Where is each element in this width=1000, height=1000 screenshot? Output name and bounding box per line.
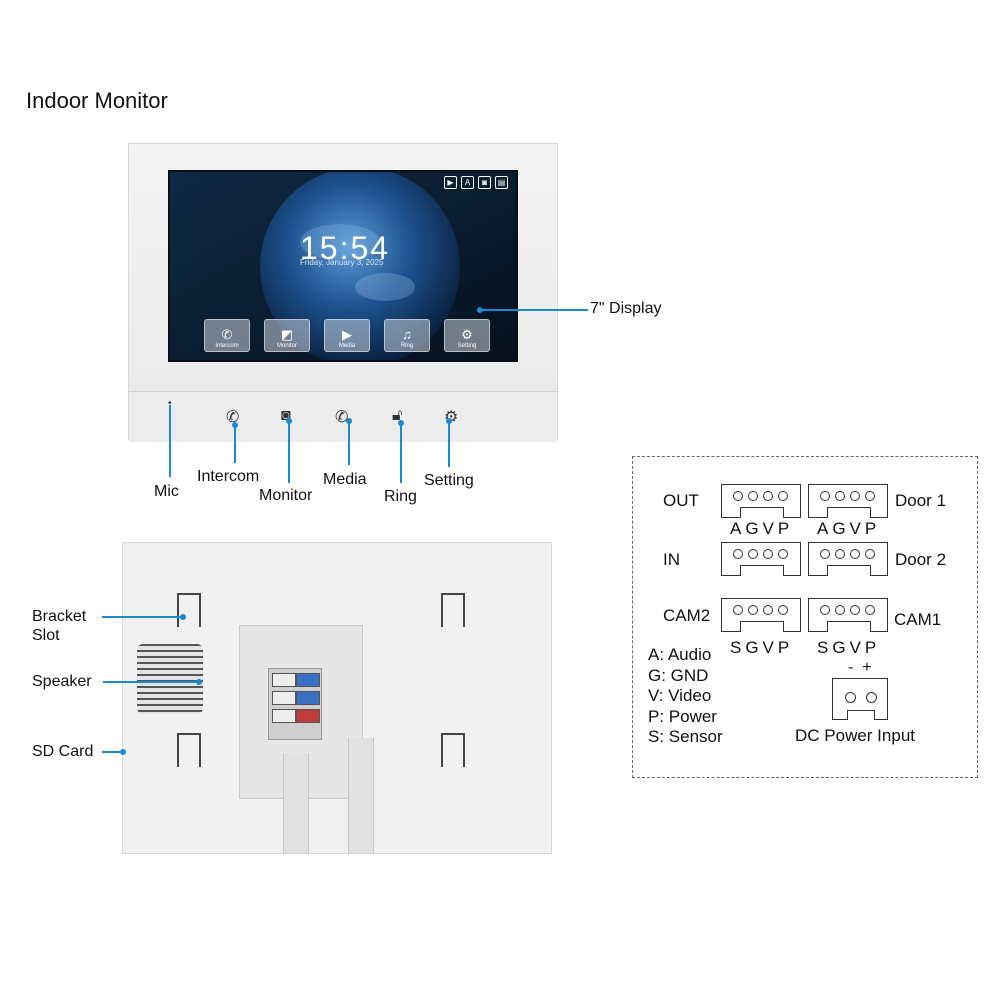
play-icon: ▶ [342,327,352,342]
play-status-icon: ▶ [444,176,457,189]
door2-label: Door 2 [895,550,947,569]
sd-card-callout-line [102,751,122,753]
media-callout-line [348,421,350,465]
dc-power-label: DC Power Input [795,726,915,745]
door1-label: Door 1 [895,491,947,510]
in-label: IN [663,550,680,569]
setting-label: Setting [424,472,474,489]
lock-hw-icon[interactable]: 🔓︎ [392,407,403,424]
legend-item: G: GND [648,665,709,685]
lower-slot-left [177,733,201,767]
monitor-back [122,542,552,854]
mic-callout-line [169,405,171,477]
mic-hole: • [168,398,172,409]
screen-button-media[interactable]: ▶ Media [324,319,370,352]
cam2-label: CAM2 [663,606,711,625]
cam2-terminal [721,598,801,632]
screen-button-monitor[interactable]: ◩ Monitor [264,319,310,352]
speaker-grille [137,644,203,714]
legend-item: A: Audio [648,645,712,664]
door1-terminal [808,484,888,518]
cam1-label: CAM1 [894,610,942,629]
cam2-pin-labels: SGVP [730,638,794,657]
door1-pin-labels: AGVP [817,519,881,538]
phone-icon: ✆ [221,327,233,342]
clock-date: Friday, January 3, 2025 [300,258,384,267]
bell-icon: ♫ [402,327,412,342]
monitor-callout-line [288,421,290,483]
setting-hw-icon[interactable]: ⚙ [444,409,459,426]
ring-label: Ring [384,488,417,505]
bracket-slot-right [441,593,465,627]
display-label: 7" Display [590,300,662,317]
wiring-diagram-box [632,456,978,778]
page-title: Indoor Monitor [26,88,168,113]
pin-legend: A: Audio G: GND V: Video P: Power S: Sen… [648,645,723,748]
in-terminal [721,542,801,576]
screen-button-ring[interactable]: ♫ Ring [384,319,430,352]
out-pin-labels: AGVP [730,519,794,538]
out-label: OUT [663,491,699,510]
speaker-label: Speaker [32,673,92,690]
sd-card-callout-dot [120,749,126,755]
lower-slot-right [441,733,465,767]
speaker-callout-line [103,681,198,683]
media-hw-icon[interactable]: ✆ [335,409,349,426]
screen-button-setting[interactable]: ⚙ Setting [444,319,490,352]
clock-time: 15:54 [300,230,391,266]
bracket-slot-left [177,593,201,627]
connector [272,709,296,723]
cable-channel [283,753,309,853]
dc-polarity: - + [848,659,872,676]
bracket-slot-label: Bracket Slot [32,608,87,644]
screen-button-label: Setting [457,343,477,349]
monitor-label: Monitor [259,487,313,504]
terminal-board [268,668,322,740]
sd-card-label: SD Card [32,743,94,760]
legend-item: S: Sensor [648,727,723,746]
screen-button-intercom[interactable]: ✆ Intercom [204,319,250,352]
screen-button-label: Monitor [276,343,297,349]
status-icons: ▶ A ◙ ▤ [444,176,508,189]
dc-terminal [832,678,888,720]
camera-icon: ◩ [280,327,294,342]
setting-callout-line [448,421,450,467]
out-terminal [721,484,801,518]
screen-menu: ✆ Intercom ◩ Monitor ▶ Media ♫ Ring ⚙ Se… [204,319,490,352]
connector [272,691,296,705]
door2-terminal [808,542,888,576]
button-panel [129,391,557,442]
cam1-pin-labels: SGVP [817,638,881,657]
intercom-callout-line [234,425,236,463]
legend-item: P: Power [648,706,717,726]
mic-label: Mic [154,483,179,500]
cam1-terminal [808,598,888,632]
camera-status-icon: ◙ [478,176,491,189]
display-screen: ▶ A ◙ ▤ 15:54 Friday, January 3, 2025 ✆ … [168,170,518,362]
display-callout-line [480,309,588,311]
screen-button-label: Intercom [215,343,239,349]
bracket-callout-dot [180,614,186,620]
ring-callout-line [400,423,402,483]
speaker-callout-dot [196,679,202,685]
connector [296,673,320,687]
media-label: Media [323,471,367,488]
bracket-callout-line [102,616,182,618]
alert-status-icon: A [461,176,474,189]
connector [296,691,320,705]
legend-item: V: Video [648,686,712,705]
intercom-label: Intercom [197,468,260,485]
connector [296,709,320,723]
gear-icon: ⚙ [461,327,473,342]
screen-button-label: Media [338,343,356,349]
connector [272,673,296,687]
sd-status-icon: ▤ [495,176,508,189]
intercom-hw-icon[interactable]: ✆ [226,409,240,426]
screen-button-label: Ring [400,343,414,349]
monitor-hw-icon[interactable]: ◙ [281,407,291,424]
cable-channel [348,738,374,853]
